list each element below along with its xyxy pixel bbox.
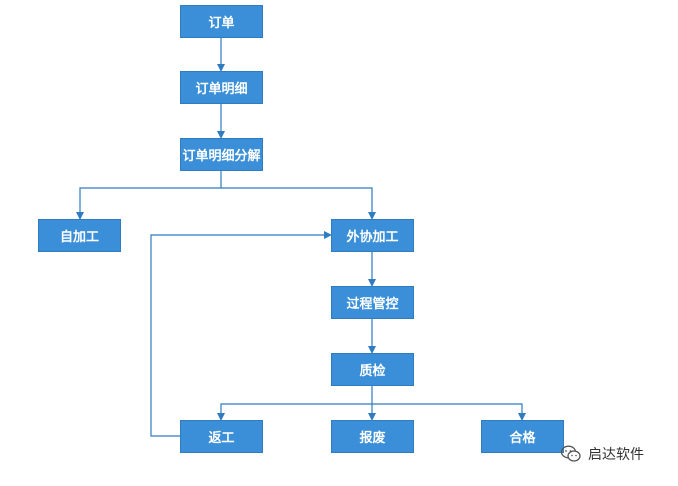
watermark-text: 启达软件 — [588, 447, 644, 463]
node-scrap-label: 报废 — [359, 431, 386, 446]
node-order-detail-split: 订单明细分解 — [180, 138, 263, 171]
node-order-detail-split-label: 订单明细分解 — [182, 149, 261, 164]
connector-split-to-outsource — [221, 187, 376, 220]
node-quality-inspection-label: 质检 — [359, 364, 386, 379]
node-qualified-label: 合格 — [509, 431, 536, 446]
node-rework-label: 返工 — [208, 431, 235, 446]
node-self-processing: 自加工 — [38, 219, 121, 252]
node-order: 订单 — [180, 5, 263, 38]
wechat-icon — [560, 444, 582, 464]
connector-qc-to-rework — [217, 403, 372, 421]
watermark: 启达软件 — [560, 444, 644, 464]
connector-qc-to-pass — [372, 403, 526, 421]
node-order-detail-label: 订单明细 — [195, 82, 248, 97]
node-order-detail: 订单明细 — [180, 71, 263, 104]
node-self-processing-label: 自加工 — [59, 230, 99, 245]
connector-split-to-self — [76, 171, 222, 220]
node-process-control-label: 过程管控 — [346, 297, 399, 312]
node-qualified: 合格 — [481, 420, 564, 453]
connector-rework-to-outsource — [150, 231, 332, 437]
node-outsourced-processing: 外协加工 — [331, 219, 414, 252]
node-quality-inspection: 质检 — [331, 353, 414, 386]
node-order-label: 订单 — [208, 16, 235, 31]
node-process-control: 过程管控 — [331, 286, 414, 319]
node-scrap: 报废 — [331, 420, 414, 453]
node-rework: 返工 — [180, 420, 263, 453]
node-outsourced-processing-label: 外协加工 — [346, 230, 399, 245]
